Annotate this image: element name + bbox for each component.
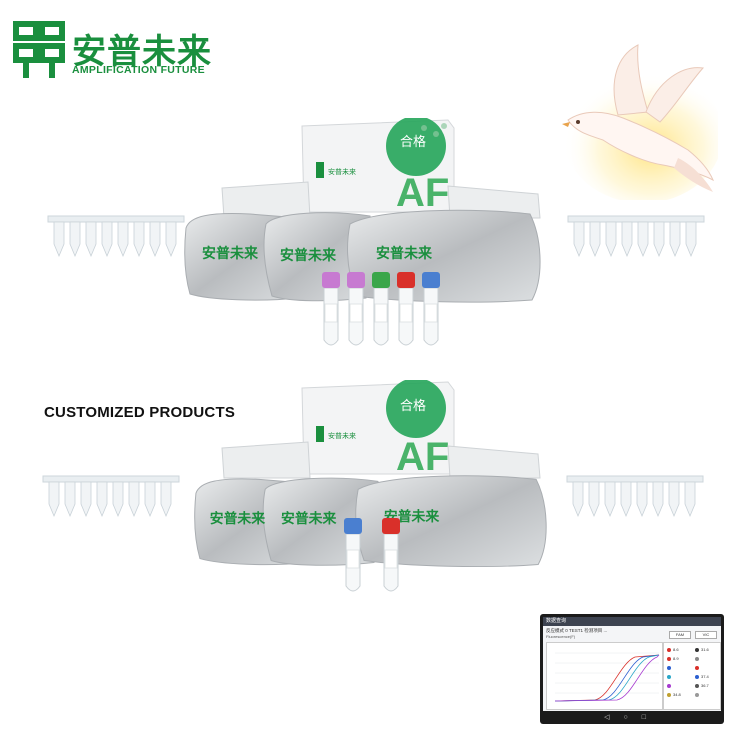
well-item bbox=[667, 683, 673, 688]
well-item: 8.9 bbox=[667, 656, 679, 661]
tablet-nav-bar: ◁○□ bbox=[540, 711, 724, 724]
amplification-curve bbox=[554, 654, 660, 702]
logo-mark-icon bbox=[13, 21, 65, 78]
box-label: 合格 bbox=[400, 398, 426, 414]
pouch-label: 安普未来 bbox=[210, 510, 265, 527]
tab-fam[interactable]: FAM bbox=[669, 631, 691, 639]
well-item bbox=[695, 656, 701, 661]
pcr-strip bbox=[36, 474, 186, 529]
amplification-curve bbox=[554, 654, 660, 702]
reagent-tube bbox=[372, 272, 390, 346]
tablet-filter-label: Fluorescence(F) bbox=[546, 634, 576, 639]
well-item: 36.7 bbox=[695, 683, 709, 688]
well-item: 31.6 bbox=[695, 647, 709, 652]
reagent-tube bbox=[322, 272, 340, 346]
reagent-tubes bbox=[340, 516, 420, 598]
well-panel: 8.6 8.9 34.8 31.6 37.4 36.7 bbox=[663, 642, 721, 710]
well-item bbox=[695, 665, 701, 670]
well-item bbox=[667, 674, 673, 679]
well-item: 8.6 bbox=[667, 647, 679, 652]
tablet-title: 数据查询 bbox=[543, 617, 721, 626]
reagent-tube bbox=[422, 272, 440, 346]
foil-pouches: 安普未来 安普未来 安普未来 bbox=[180, 198, 550, 306]
box-mini-logo: 安普未来 bbox=[328, 431, 356, 440]
tab-vic[interactable]: VIC bbox=[695, 631, 717, 639]
reagent-tube bbox=[344, 518, 362, 592]
amplification-curve bbox=[554, 654, 660, 702]
tablet-device: 数据查询 反应模式 0 TEST1 检测项目 ... Fluorescence(… bbox=[540, 614, 724, 724]
pcr-strip bbox=[46, 214, 186, 269]
tablet-query-row: 反应模式 0 TEST1 检测项目 ... bbox=[546, 628, 608, 633]
reagent-tubes bbox=[318, 270, 448, 352]
dove-icon bbox=[562, 44, 723, 203]
recents-icon[interactable]: □ bbox=[641, 714, 660, 721]
well-item: 34.8 bbox=[667, 692, 681, 697]
product-box: 合格 AF 安普未来 bbox=[298, 116, 456, 215]
amplification-chart bbox=[546, 642, 663, 710]
well-item bbox=[667, 665, 673, 670]
box-mini-logo: 安普未来 bbox=[328, 167, 356, 176]
brand-name-cn: 安普未来 bbox=[72, 32, 212, 72]
pcr-strip bbox=[566, 214, 706, 269]
pouch-label: 安普未来 bbox=[280, 247, 337, 264]
pouch-label: 安普未来 bbox=[376, 245, 433, 262]
brand-logo: 安普未来 AMPLIFICATION FUTURE bbox=[12, 16, 212, 80]
tablet-screen: 数据查询 反应模式 0 TEST1 检测项目 ... Fluorescence(… bbox=[543, 617, 721, 711]
box-label: 合格 bbox=[400, 134, 426, 150]
box-stack bbox=[218, 440, 546, 480]
well-item bbox=[695, 692, 701, 697]
brand-name-en: AMPLIFICATION FUTURE bbox=[72, 64, 205, 76]
box-monogram: AF bbox=[396, 435, 449, 476]
box-monogram: AF bbox=[396, 171, 449, 214]
product-box: 合格 AF 安普未来 bbox=[298, 378, 456, 479]
back-icon[interactable]: ◁ bbox=[604, 714, 624, 721]
well-item: 37.4 bbox=[695, 674, 709, 679]
home-icon[interactable]: ○ bbox=[623, 714, 642, 721]
reagent-tube bbox=[382, 518, 400, 592]
pouch-label: 安普未来 bbox=[202, 245, 259, 262]
customized-products-heading: CUSTOMIZED PRODUCTS bbox=[44, 404, 236, 421]
amplification-curve bbox=[554, 654, 660, 702]
reagent-tube bbox=[347, 272, 365, 346]
pouch-label: 安普未来 bbox=[281, 510, 336, 527]
pcr-strip bbox=[560, 474, 710, 529]
dove-illustration bbox=[548, 40, 723, 203]
reagent-tube bbox=[397, 272, 415, 346]
